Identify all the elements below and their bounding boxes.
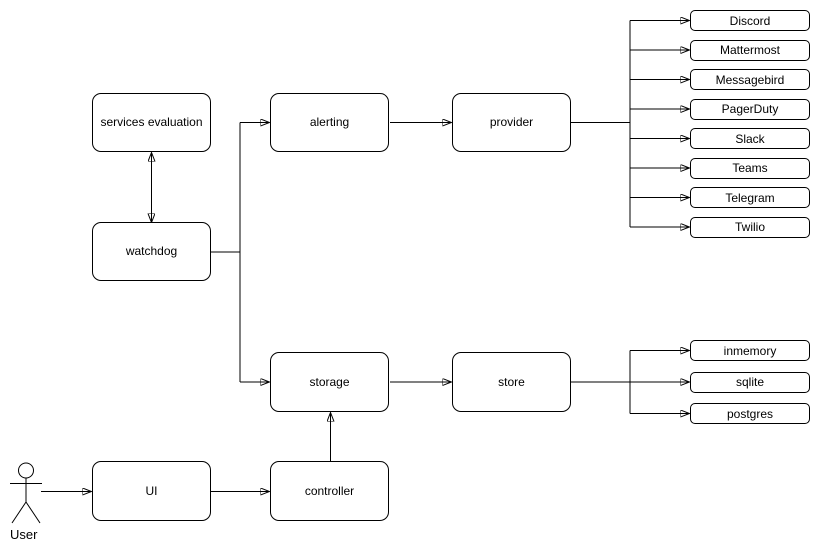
node-pagerduty: PagerDuty bbox=[690, 98, 810, 120]
user-actor-icon bbox=[10, 462, 42, 524]
node-sqlite-label: sqlite bbox=[735, 375, 764, 389]
edge-store-branch-trunk bbox=[571, 350, 631, 414]
node-twilio-label: Twilio bbox=[734, 220, 765, 234]
edge-provider-branch-trunk bbox=[571, 20, 631, 227]
node-provider: provider bbox=[452, 93, 571, 152]
node-controller: controller bbox=[270, 461, 389, 521]
node-store: store bbox=[452, 352, 571, 412]
node-store-label: store bbox=[498, 374, 525, 389]
node-twilio: Twilio bbox=[690, 216, 810, 238]
node-teams: Teams bbox=[690, 157, 810, 179]
node-postgres: postgres bbox=[690, 403, 810, 424]
node-watchdog-label: watchdog bbox=[125, 244, 178, 259]
node-mattermost-label: Mattermost bbox=[719, 43, 780, 57]
node-messagebird-label: Messagebird bbox=[715, 72, 785, 87]
node-pagerduty-label: PagerDuty bbox=[721, 102, 779, 116]
node-telegram-label: Telegram bbox=[725, 190, 775, 205]
node-sqlite: sqlite bbox=[690, 371, 810, 393]
node-slack: Slack bbox=[690, 128, 810, 149]
node-inmemory-label: inmemory bbox=[723, 343, 777, 358]
node-provider-label: provider bbox=[489, 115, 534, 130]
node-mattermost: Mattermost bbox=[690, 39, 810, 61]
node-postgres-label: postgres bbox=[726, 406, 774, 421]
node-telegram: Telegram bbox=[690, 187, 810, 208]
node-storage-label: storage bbox=[309, 374, 350, 389]
node-inmemory: inmemory bbox=[690, 340, 810, 361]
node-messagebird: Messagebird bbox=[690, 69, 810, 90]
node-ui: UI bbox=[92, 461, 211, 521]
node-alerting: alerting bbox=[270, 93, 389, 152]
node-watchdog: watchdog bbox=[92, 222, 211, 281]
node-teams-label: Teams bbox=[732, 161, 768, 175]
node-storage: storage bbox=[270, 352, 389, 412]
user-actor-label: User bbox=[10, 527, 38, 542]
node-slack-label: Slack bbox=[735, 131, 765, 146]
node-services-evaluation: services evaluation bbox=[92, 93, 211, 152]
node-ui-label: UI bbox=[145, 483, 158, 498]
edge-watchdog-junction bbox=[211, 122, 241, 382]
node-discord-label: Discord bbox=[729, 13, 771, 28]
node-services-evaluation-label: services evaluation bbox=[100, 115, 203, 130]
node-discord: Discord bbox=[690, 10, 810, 31]
node-controller-label: controller bbox=[304, 483, 355, 498]
node-alerting-label: alerting bbox=[309, 115, 350, 130]
